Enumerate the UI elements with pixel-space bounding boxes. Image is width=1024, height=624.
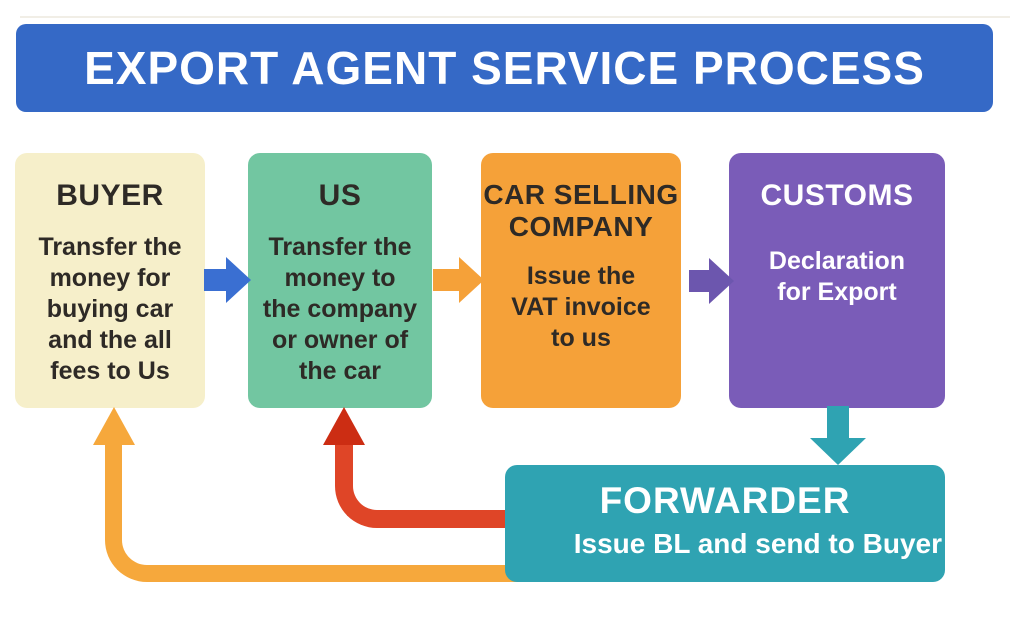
arrow-forwarder-to-us-elbow [335, 444, 560, 528]
us-box: US Transfer the money to the company or … [248, 153, 432, 408]
header-banner: EXPORT AGENT SERVICE PROCESS [16, 24, 993, 112]
car-selling-company-description: Issue the VAT invoice to us [511, 262, 651, 353]
top-divider-line [20, 16, 1010, 18]
arrow-forwarder-to-buyer-head-icon [93, 407, 135, 445]
car-selling-company-title: CAR SELLING COMPANY [483, 179, 679, 243]
arrow-company-to-customs-shaft [689, 270, 711, 292]
customs-description: Declaration for Export [768, 246, 906, 306]
arrow-company-to-customs-head-icon [709, 258, 734, 304]
buyer-description: Transfer the money for buying car and th… [38, 232, 182, 385]
arrow-customs-to-forwarder-shaft [827, 406, 849, 440]
us-description: Transfer the money to the company or own… [262, 232, 418, 385]
forwarder-title: FORWARDER [599, 480, 851, 521]
us-title: US [318, 179, 362, 212]
arrow-forwarder-to-buyer-elbow [105, 444, 600, 582]
arrow-us-to-company-head-icon [459, 257, 484, 303]
buyer-box: BUYER Transfer the money for buying car … [15, 153, 205, 408]
buyer-title: BUYER [56, 179, 164, 212]
forwarder-box: FORWARDER Issue BL and send to Buyer [505, 465, 945, 582]
customs-title: CUSTOMS [760, 179, 914, 212]
arrow-forwarder-to-us-head-icon [323, 407, 365, 445]
arrow-customs-to-forwarder-head-icon [810, 438, 866, 465]
arrow-buyer-to-us-head-icon [226, 257, 251, 303]
arrow-buyer-to-us-shaft [204, 269, 228, 291]
forwarder-description: Issue BL and send to Buyer [573, 528, 942, 559]
page-title: EXPORT AGENT SERVICE PROCESS [84, 42, 925, 94]
car-selling-company-box: CAR SELLING COMPANY Issue the VAT invoic… [481, 153, 681, 408]
arrow-us-to-company-shaft [433, 269, 461, 291]
customs-box: CUSTOMS Declaration for Export [729, 153, 945, 408]
